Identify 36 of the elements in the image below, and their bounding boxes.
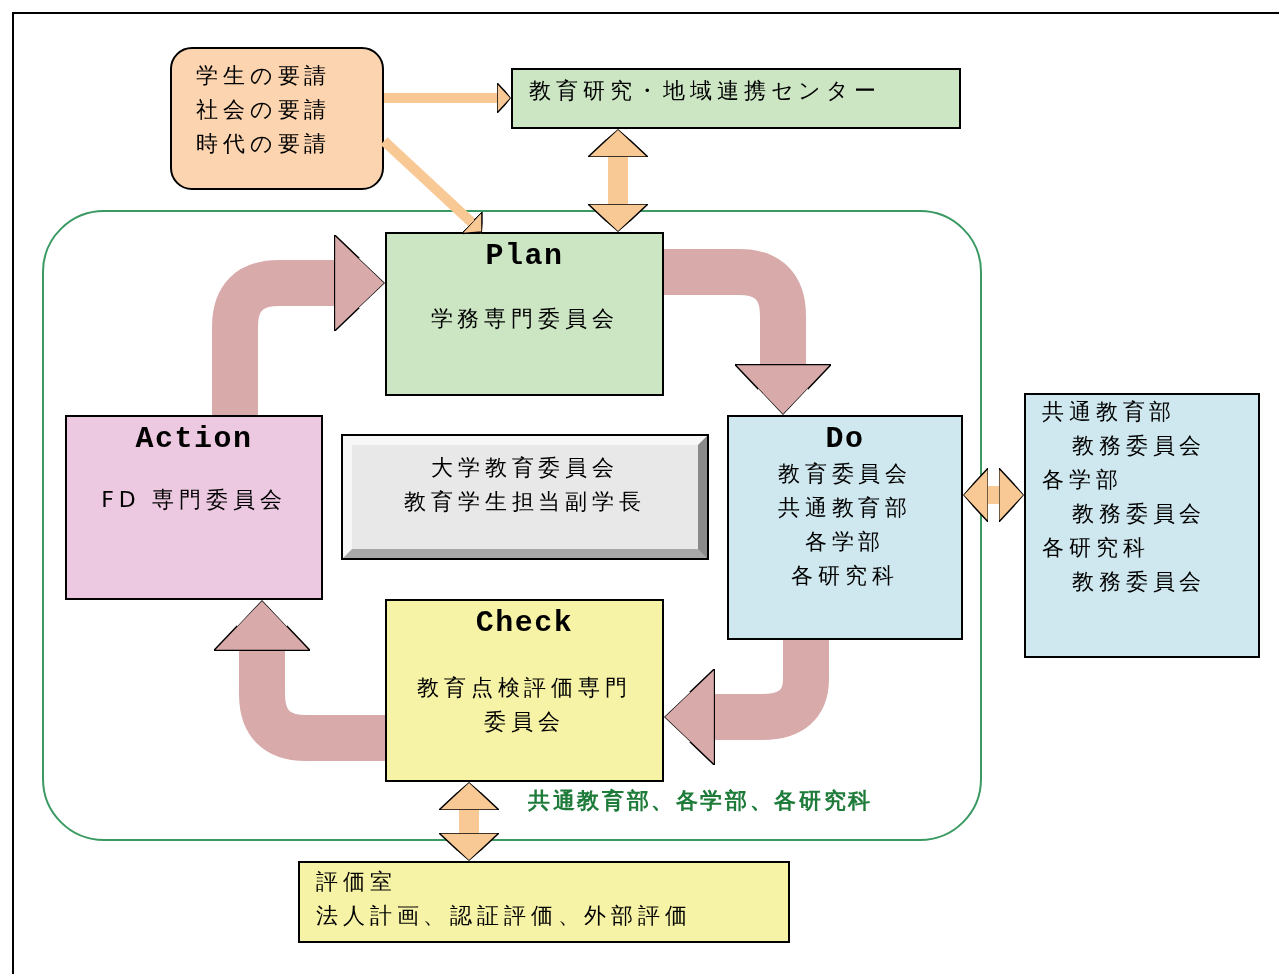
committee-label: 教育学生担当副学長 — [403, 488, 647, 517]
committee-label: 各研究科 — [1042, 534, 1151, 563]
phase-heading: Check — [474, 605, 575, 641]
center-box — [511, 68, 961, 129]
request-box — [170, 47, 384, 190]
committee-label: 教務委員会 — [1071, 500, 1208, 529]
faculty-box — [1024, 393, 1260, 658]
region-label: 共通教育部、各学部、各研究科 — [528, 787, 873, 815]
plan-box — [385, 232, 664, 396]
committee-label: 各学部 — [1042, 466, 1124, 495]
committee-label: 教務委員会 — [1071, 432, 1208, 461]
committee-label: 社会の要請 — [196, 96, 333, 125]
committee-label: 各学部 — [803, 528, 887, 557]
phase-heading: Plan — [484, 238, 565, 274]
action-box — [65, 415, 323, 600]
committee-label: 評価室 — [316, 868, 398, 896]
committee-label: 学務専門委員会 — [429, 305, 620, 333]
committee-label: 時代の要請 — [196, 130, 333, 159]
check-box — [385, 599, 664, 782]
committee-label: 学生の要請 — [196, 62, 333, 90]
committee-label: 共通教育部 — [1042, 398, 1178, 426]
committee-label: 共通教育部 — [776, 494, 914, 523]
evaluation-box — [298, 861, 790, 943]
committee-label: 教育委員会 — [776, 460, 914, 488]
committee-label: 法人計画、認証評価、外部評価 — [316, 902, 693, 931]
committee-label: 教務委員会 — [1071, 568, 1208, 597]
committee-label: 各研究科 — [790, 562, 900, 591]
committee-label: 教育点検評価専門委員会 — [416, 674, 633, 737]
phase-heading: Do — [824, 421, 866, 457]
committee-label: 教育研究・地域連携センター — [529, 77, 882, 105]
do-box — [727, 415, 963, 640]
committee-label: 大学教育委員会 — [430, 454, 620, 482]
committee-label: FD 専門委員会 — [100, 486, 288, 514]
phase-heading: Action — [134, 421, 254, 457]
committee-panel — [343, 436, 707, 558]
campus-region — [42, 210, 982, 841]
